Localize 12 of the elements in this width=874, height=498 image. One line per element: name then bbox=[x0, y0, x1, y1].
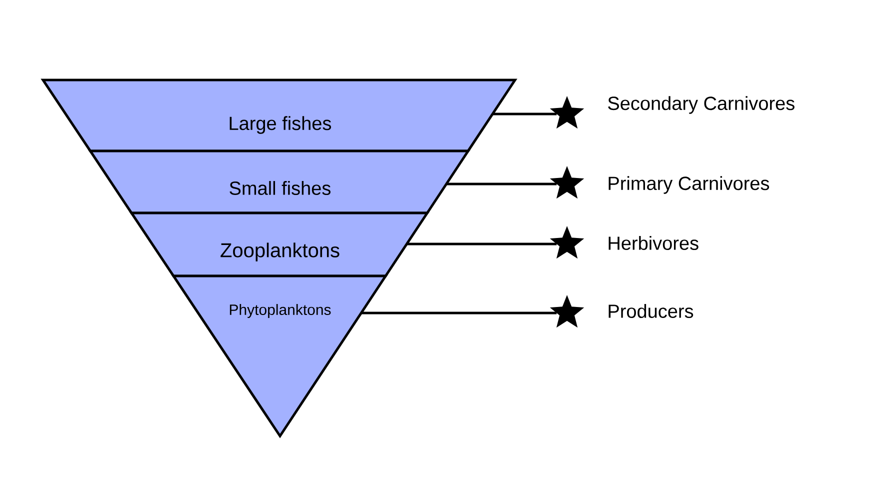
star-icon bbox=[550, 166, 584, 199]
trophic-label: Producers bbox=[608, 304, 694, 318]
connector-line bbox=[406, 242, 557, 246]
trophic-label: Secondary Carnivores bbox=[608, 96, 794, 114]
star-icon bbox=[550, 96, 584, 129]
trophic-label: Herbivores bbox=[608, 236, 698, 250]
trophic-label: Primary Carnivores bbox=[608, 176, 770, 194]
star-icon bbox=[550, 226, 584, 259]
connector-line bbox=[492, 112, 557, 116]
star-icon bbox=[550, 295, 584, 328]
connector-line bbox=[361, 312, 557, 314]
connector-line bbox=[446, 182, 557, 186]
